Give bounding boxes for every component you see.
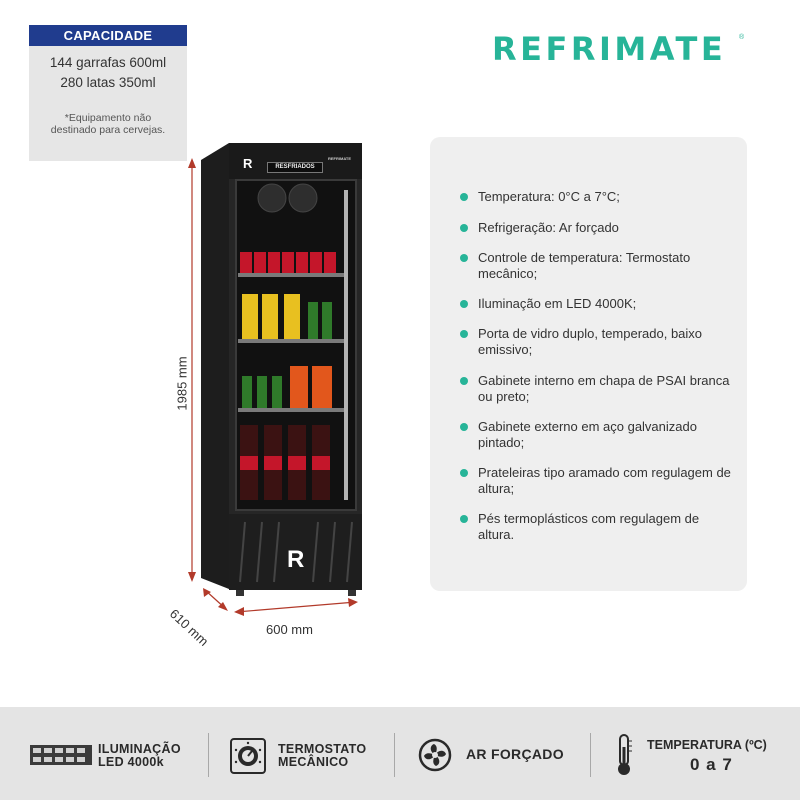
capacity-cans: 280 latas 350ml bbox=[60, 75, 156, 90]
fridge-top-logo: R bbox=[243, 156, 253, 171]
separator bbox=[590, 733, 591, 777]
fan-icon bbox=[418, 738, 452, 772]
width-dimension: 600 mm bbox=[266, 622, 313, 637]
capacity-header: CAPACIDADE bbox=[29, 25, 187, 46]
brand-registered-mark: ® bbox=[739, 34, 745, 41]
thermostat-dial-icon bbox=[230, 738, 266, 774]
bullet-icon bbox=[460, 193, 468, 201]
refrigerator-illustration bbox=[188, 143, 362, 616]
height-dimension: 1985 mm bbox=[174, 356, 190, 411]
bullet-icon bbox=[460, 300, 468, 308]
led-strip-icon bbox=[30, 745, 92, 765]
spec-item: Prateleiras tipo aramado com regulagem d… bbox=[460, 465, 735, 497]
feature-fan: AR FORÇADO bbox=[466, 746, 564, 762]
spec-item: Gabinete externo em aço galvanizado pint… bbox=[460, 419, 735, 451]
temperature-title: TEMPERATURA (ºC) bbox=[647, 738, 767, 752]
capacity-note: *Equipamento não destinado para cervejas… bbox=[50, 112, 166, 136]
bullet-icon bbox=[460, 515, 468, 523]
feature-led: ILUMINAÇÃO LED 4000k bbox=[98, 742, 181, 769]
capacity-bottles: 144 garrafas 600ml bbox=[49, 55, 167, 70]
bullet-icon bbox=[460, 423, 468, 431]
fridge-top-brand: REFRIMATE bbox=[328, 156, 352, 161]
spec-item: Iluminação em LED 4000K; bbox=[460, 296, 735, 312]
bullet-icon bbox=[460, 224, 468, 232]
capacity-box: CAPACIDADE 144 garrafas 600ml 280 latas … bbox=[29, 25, 187, 161]
bullet-icon bbox=[460, 377, 468, 385]
bullet-icon bbox=[460, 330, 468, 338]
separator bbox=[394, 733, 395, 777]
bullet-icon bbox=[460, 254, 468, 262]
spec-item: Porta de vidro duplo, temperado, baixo e… bbox=[460, 326, 735, 358]
spec-item: Pés termoplásticos com regulagem de altu… bbox=[460, 511, 735, 543]
bullet-icon bbox=[460, 469, 468, 477]
spec-item: Refrigeração: Ar forçado bbox=[460, 220, 735, 236]
brand-logo: REFRIMATE bbox=[492, 30, 727, 68]
thermometer-icon bbox=[618, 734, 632, 775]
door-label: RESFRIADOS bbox=[267, 162, 323, 173]
spec-item: Controle de temperatura: Termostato mecâ… bbox=[460, 250, 735, 282]
spec-item: Temperatura: 0°C a 7°C; bbox=[460, 189, 735, 205]
spec-item: Gabinete interno em chapa de PSAI branca… bbox=[460, 373, 735, 405]
fridge-bottom-logo: R bbox=[287, 546, 305, 573]
temperature-value: 0 a 7 bbox=[690, 755, 733, 774]
separator bbox=[208, 733, 209, 777]
specifications-panel: Temperatura: 0°C a 7°C; Refrigeração: Ar… bbox=[430, 137, 747, 591]
feature-bar bbox=[0, 707, 800, 800]
feature-thermostat: TERMOSTATO MECÂNICO bbox=[278, 742, 367, 769]
